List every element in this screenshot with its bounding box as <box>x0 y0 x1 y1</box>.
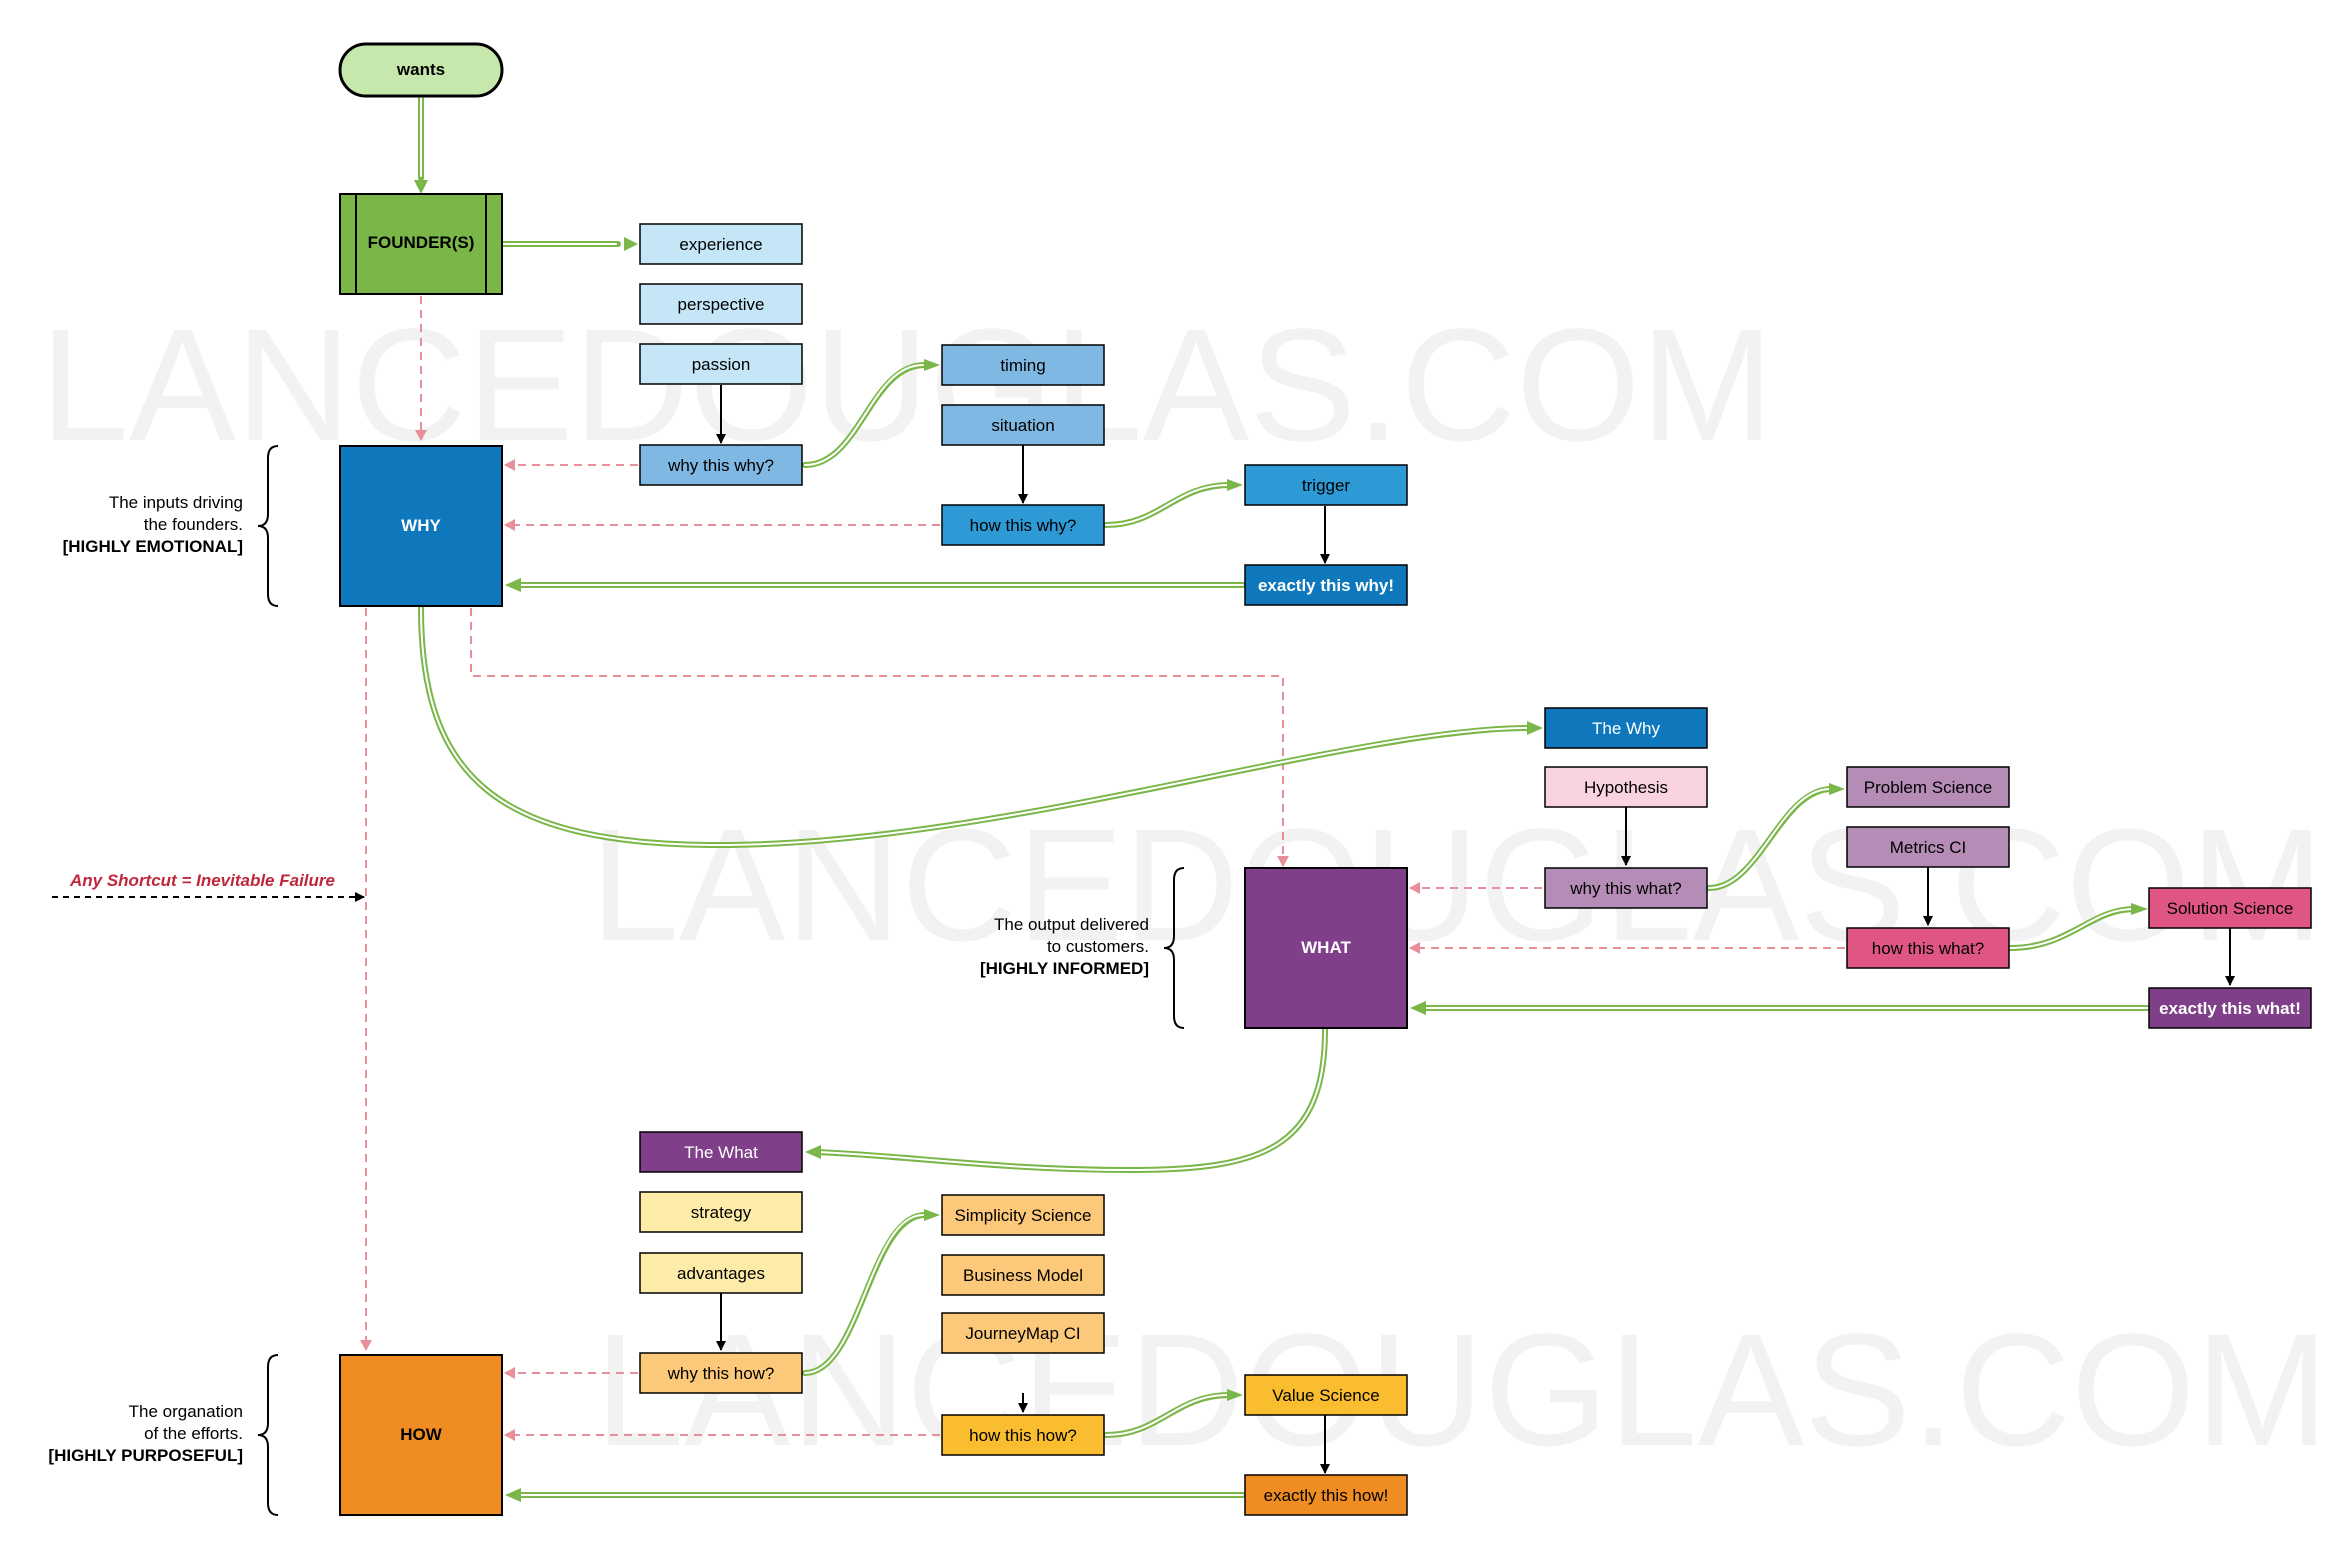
situation-node[interactable]: situation <box>941 404 1105 446</box>
exactly-this-why-node[interactable]: exactly this why! <box>1244 564 1408 606</box>
strategy-node[interactable]: strategy <box>639 1191 803 1233</box>
braces <box>257 445 1185 1516</box>
why-note-line-1: The inputs driving <box>109 493 243 512</box>
journeymap-ci-label: JourneyMap CI <box>965 1324 1080 1343</box>
how-this-how-label: how this how? <box>969 1426 1077 1445</box>
exactly-this-how-label: exactly this how! <box>1264 1486 1389 1505</box>
how-label: HOW <box>400 1425 443 1444</box>
watermark-1: LANCEDOUGLAS.COM <box>40 295 1774 474</box>
how-this-what-label: how this what? <box>1872 939 1984 958</box>
how-brace <box>257 1354 279 1516</box>
perspective-label: perspective <box>678 295 765 314</box>
why-this-why-label: why this why? <box>667 456 774 475</box>
how-this-why-label: how this why? <box>970 516 1077 535</box>
why-this-how-node[interactable]: why this how? <box>639 1352 803 1394</box>
timing-node[interactable]: timing <box>941 344 1105 386</box>
why-note-line-2: the founders. <box>144 515 243 534</box>
watermark-layer: LANCEDOUGLAS.COM LANCEDOUGLAS.COM LANCED… <box>40 295 2329 1479</box>
how-this-what-node[interactable]: how this what? <box>1846 927 2010 969</box>
watermark-3: LANCEDOUGLAS.COM <box>595 1300 2329 1479</box>
advantages-label: advantages <box>677 1264 765 1283</box>
black-arrows <box>716 385 2235 1474</box>
experience-node[interactable]: experience <box>639 223 803 265</box>
how-note-line-2: of the efforts. <box>144 1424 243 1443</box>
advantages-node[interactable]: advantages <box>639 1252 803 1294</box>
situation-label: situation <box>991 416 1054 435</box>
hypothesis-label: Hypothesis <box>1584 778 1668 797</box>
founders-label: FOUNDER(S) <box>368 233 475 252</box>
how-node[interactable]: HOW <box>339 1354 503 1516</box>
what-note: The output delivered to customers. [HIGH… <box>980 915 1149 978</box>
simplicity-science-label: Simplicity Science <box>955 1206 1092 1225</box>
experience-label: experience <box>679 235 762 254</box>
founders-node[interactable]: FOUNDER(S) <box>339 193 503 295</box>
hypothesis-node[interactable]: Hypothesis <box>1544 766 1708 808</box>
the-why-node[interactable]: The Why <box>1544 707 1708 749</box>
exactly-this-why-label: exactly this why! <box>1258 576 1394 595</box>
business-model-label: Business Model <box>963 1266 1083 1285</box>
timing-label: timing <box>1000 356 1045 375</box>
wants-node[interactable]: wants <box>338 42 504 98</box>
what-note-line-3: [HIGHLY INFORMED] <box>980 959 1149 978</box>
feedback-connectors <box>360 296 1845 1441</box>
problem-science-label: Problem Science <box>1864 778 1993 797</box>
green-arrowheads <box>414 180 2148 1502</box>
why-this-what-node[interactable]: why this what? <box>1544 867 1708 909</box>
the-what-label: The What <box>684 1143 758 1162</box>
why-brace <box>257 445 279 607</box>
why-this-what-label: why this what? <box>1569 879 1682 898</box>
how-this-how-node[interactable]: how this how? <box>941 1414 1105 1456</box>
arrowhead-down <box>414 180 428 194</box>
shortcut-note: Any Shortcut = Inevitable Failure <box>69 871 335 890</box>
simplicity-science-node[interactable]: Simplicity Science <box>941 1194 1105 1236</box>
why-note: The inputs driving the founders. [HIGHLY… <box>63 493 243 556</box>
what-node[interactable]: WHAT <box>1244 867 1408 1029</box>
strategy-label: strategy <box>691 1203 752 1222</box>
exactly-this-what-node[interactable]: exactly this what! <box>2148 987 2312 1029</box>
what-brace <box>1163 867 1185 1029</box>
passion-node[interactable]: passion <box>639 343 803 385</box>
problem-science-node[interactable]: Problem Science <box>1846 766 2010 808</box>
trigger-node[interactable]: trigger <box>1244 464 1408 506</box>
watermark-2: LANCEDOUGLAS.COM <box>590 795 2324 974</box>
the-why-label: The Why <box>1592 719 1661 738</box>
the-what-node[interactable]: The What <box>639 1131 803 1173</box>
why-to-what-connector <box>470 608 1289 867</box>
what-note-line-2: to customers. <box>1047 937 1149 956</box>
solution-science-node[interactable]: Solution Science <box>2148 887 2312 929</box>
metrics-ci-node[interactable]: Metrics CI <box>1846 826 2010 868</box>
perspective-node[interactable]: perspective <box>639 283 803 325</box>
why-label: WHY <box>401 516 441 535</box>
trigger-label: trigger <box>1302 476 1351 495</box>
why-this-why-node[interactable]: why this why? <box>639 444 803 486</box>
business-model-node[interactable]: Business Model <box>941 1254 1105 1296</box>
journeymap-ci-node[interactable]: JourneyMap CI <box>941 1312 1105 1354</box>
value-science-node[interactable]: Value Science <box>1244 1374 1408 1416</box>
metrics-ci-label: Metrics CI <box>1890 838 1967 857</box>
how-note: The organation of the efforts. [HIGHLY P… <box>48 1402 243 1465</box>
why-node[interactable]: WHY <box>339 445 503 607</box>
what-section-boxes: The Why Hypothesis why this what? Proble… <box>1544 707 2312 1029</box>
what-label: WHAT <box>1301 938 1351 957</box>
passion-label: passion <box>692 355 751 374</box>
what-note-line-1: The output delivered <box>994 915 1149 934</box>
why-section-boxes: experience perspective passion why this … <box>639 223 1408 606</box>
green-flow-inner <box>420 97 2149 1496</box>
how-this-why-node[interactable]: how this why? <box>941 504 1105 546</box>
solution-science-label: Solution Science <box>2167 899 2294 918</box>
exactly-this-what-label: exactly this what! <box>2159 999 2301 1018</box>
why-note-line-3: [HIGHLY EMOTIONAL] <box>63 537 243 556</box>
exactly-this-how-node[interactable]: exactly this how! <box>1244 1474 1408 1516</box>
why-this-how-label: why this how? <box>667 1364 775 1383</box>
wants-label: wants <box>396 60 445 79</box>
how-note-line-3: [HIGHLY PURPOSEFUL] <box>48 1446 243 1465</box>
value-science-label: Value Science <box>1272 1386 1379 1405</box>
how-section-boxes: The What strategy advantages why this ho… <box>639 1131 1408 1516</box>
how-note-line-1: The organation <box>129 1402 243 1421</box>
